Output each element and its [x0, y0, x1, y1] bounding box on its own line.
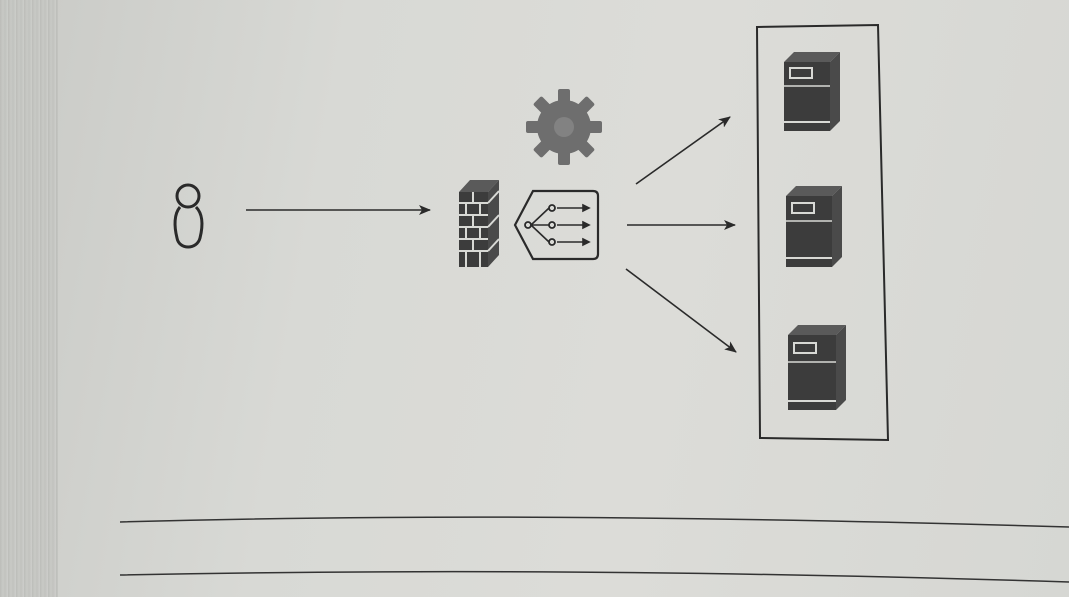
server-icon [784, 52, 840, 131]
server-pool-box [755, 23, 890, 442]
ruled-line [119, 516, 1069, 528]
server-icon [786, 186, 842, 267]
ruled-line [119, 570, 1069, 583]
load-balancer-icon [513, 189, 600, 261]
firewall-icon [459, 180, 500, 267]
arrow-to-server-3 [625, 268, 737, 353]
server-icon [788, 325, 846, 410]
arrow-to-server-1 [635, 116, 731, 185]
user-icon [173, 183, 204, 249]
gear-icon [526, 89, 602, 165]
page-stack-edge [0, 0, 58, 597]
